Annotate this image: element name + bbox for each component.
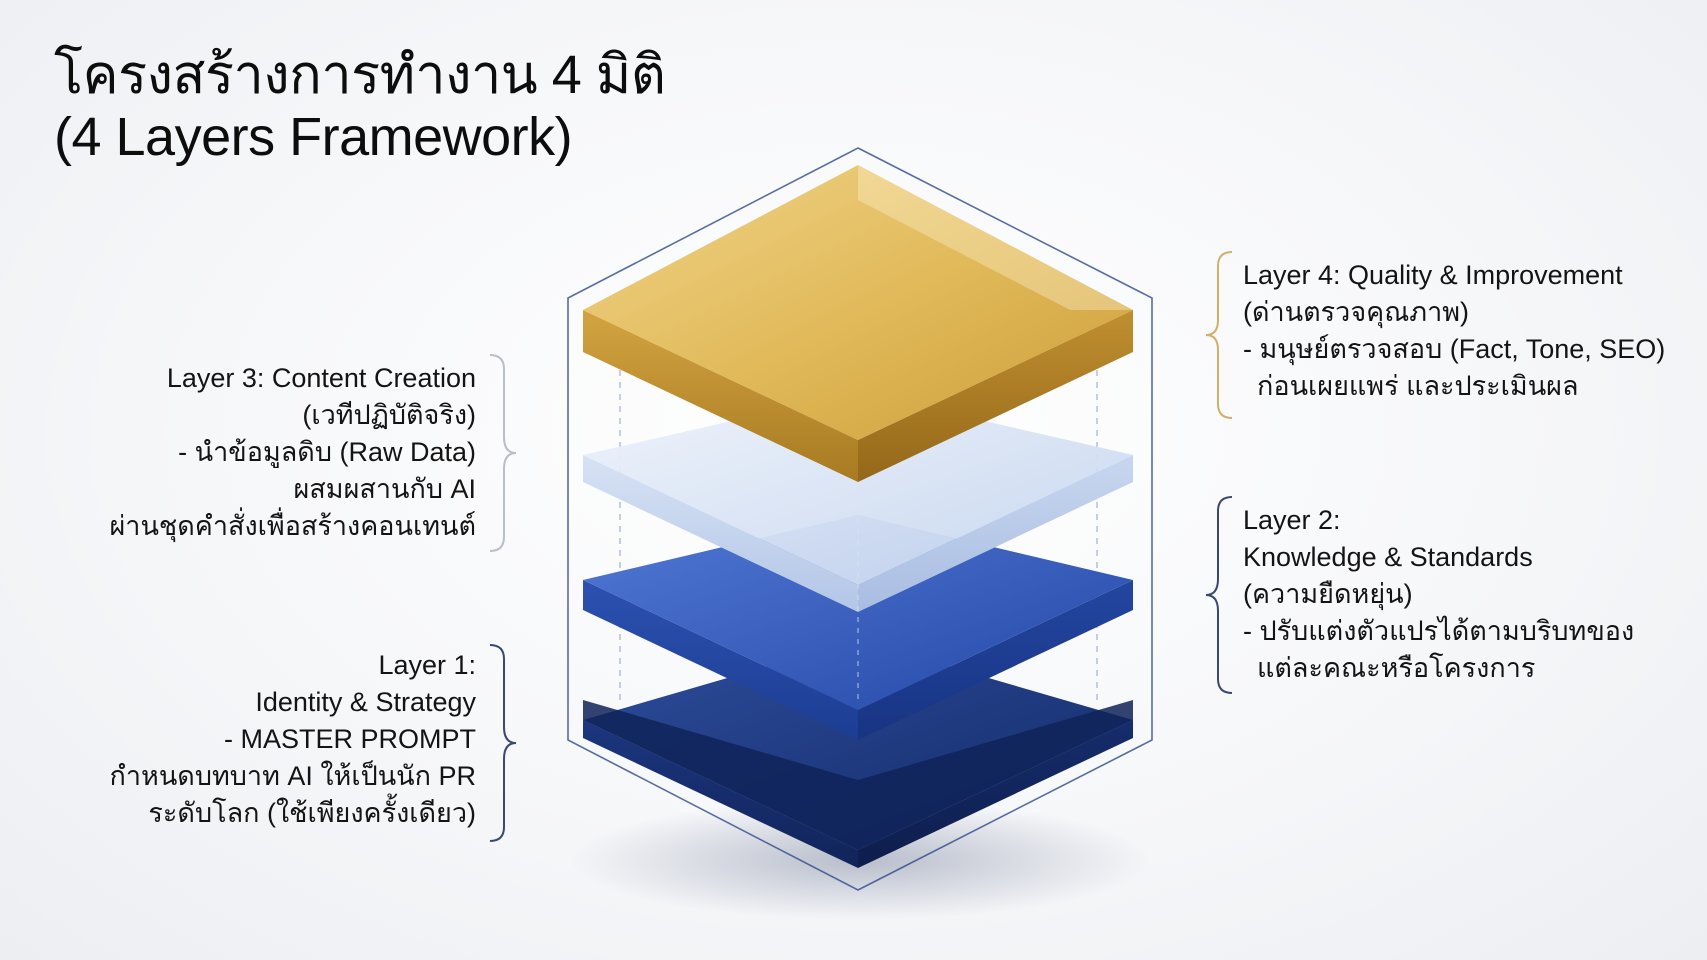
layer-2-slab-top xyxy=(583,515,1133,710)
layer-4-slab-right xyxy=(858,310,1133,482)
layer-2-brace xyxy=(1205,496,1233,694)
layer-2-slab-right xyxy=(858,580,1133,740)
layer-2-slab-left xyxy=(583,580,858,740)
frame-outline xyxy=(567,147,1153,891)
title-line-english: (4 Layers Framework) xyxy=(54,107,573,167)
layer-1-desc-line-3: ระดับโลก (ใช้เพียงครั้งเดียว) xyxy=(148,798,476,828)
layer-1-slab xyxy=(583,640,1133,868)
layer-3-slab-left xyxy=(583,455,858,612)
layer-1-slab-top xyxy=(583,640,1133,850)
page-title: โครงสร้างการทำงาน 4 มิติ (4 Layers Frame… xyxy=(54,44,666,168)
layer-3-slab-right xyxy=(858,455,1133,612)
layer-4-slab-shine xyxy=(858,165,1133,310)
layer-1-slab-right xyxy=(858,720,1133,868)
layer-4-desc-line-1: - มนุษย์ตรวจสอบ (Fact, Tone, SEO) xyxy=(1243,334,1666,364)
layer-1-subheading: Identity & Strategy xyxy=(255,687,476,717)
layer-3-label: Layer 3: Content Creation (เวทีปฏิบัติจร… xyxy=(109,360,476,545)
layer-1-heading: Layer 1: xyxy=(378,650,476,680)
layer-4-label: Layer 4: Quality & Improvement (ด่านตรวจ… xyxy=(1243,257,1665,405)
layer-4-subheading: (ด่านตรวจคุณภาพ) xyxy=(1243,297,1470,327)
layer-4-brace xyxy=(1205,251,1233,419)
layer-2-desc-line-2: แต่ละคณะหรือโครงการ xyxy=(1257,653,1536,683)
layer-1-desc-line-1: - MASTER PROMPT xyxy=(223,724,476,754)
layer-3-desc-line-1: - นำข้อมูลดิบ (Raw Data) xyxy=(178,437,476,467)
layer-1-slab-front xyxy=(583,700,1133,850)
title-line-thai: โครงสร้างการทำงาน 4 มิติ xyxy=(54,45,666,105)
layer-4-slab-left xyxy=(583,310,858,482)
layer-1-desc-line-2: กำหนดบทบาท AI ให้เป็นนัก PR xyxy=(109,761,476,791)
layer-3-subheading: (เวทีปฏิบัติจริง) xyxy=(302,400,476,430)
layer-2-subheading: Knowledge & Standards xyxy=(1243,542,1533,572)
layer-3-heading: Layer 3: Content Creation xyxy=(166,363,476,393)
layer-2-heading: Layer 2: xyxy=(1243,505,1341,535)
layer-1-slab-left xyxy=(583,720,858,868)
layer-3-desc-line-3: ผ่านชุดคำสั่งเพื่อสร้างคอนเทนต์ xyxy=(109,511,476,541)
layer-3-brace xyxy=(489,354,517,552)
layer-1-label: Layer 1: Identity & Strategy - MASTER PR… xyxy=(110,647,476,832)
layer-4-slab-top xyxy=(583,165,1133,440)
layer-2-slab xyxy=(583,515,1133,740)
layer-1-brace xyxy=(489,644,517,842)
layer-4-desc-line-2: ก่อนเผยแพร่ และประเมินผล xyxy=(1257,371,1579,401)
layer-4-slab xyxy=(583,165,1133,482)
layer-4-heading: Layer 4: Quality & Improvement xyxy=(1243,260,1623,290)
layer-2-subheading-thai: (ความยืดหยุ่น) xyxy=(1243,579,1413,609)
layer-3-desc-line-2: ผสมผสานกับ AI xyxy=(293,474,476,504)
layer-2-label: Layer 2: Knowledge & Standards (ความยืดห… xyxy=(1243,502,1634,687)
layer-2-desc-line-1: - ปรับแต่งตัวแปรได้ตามบริบทของ xyxy=(1243,616,1635,646)
